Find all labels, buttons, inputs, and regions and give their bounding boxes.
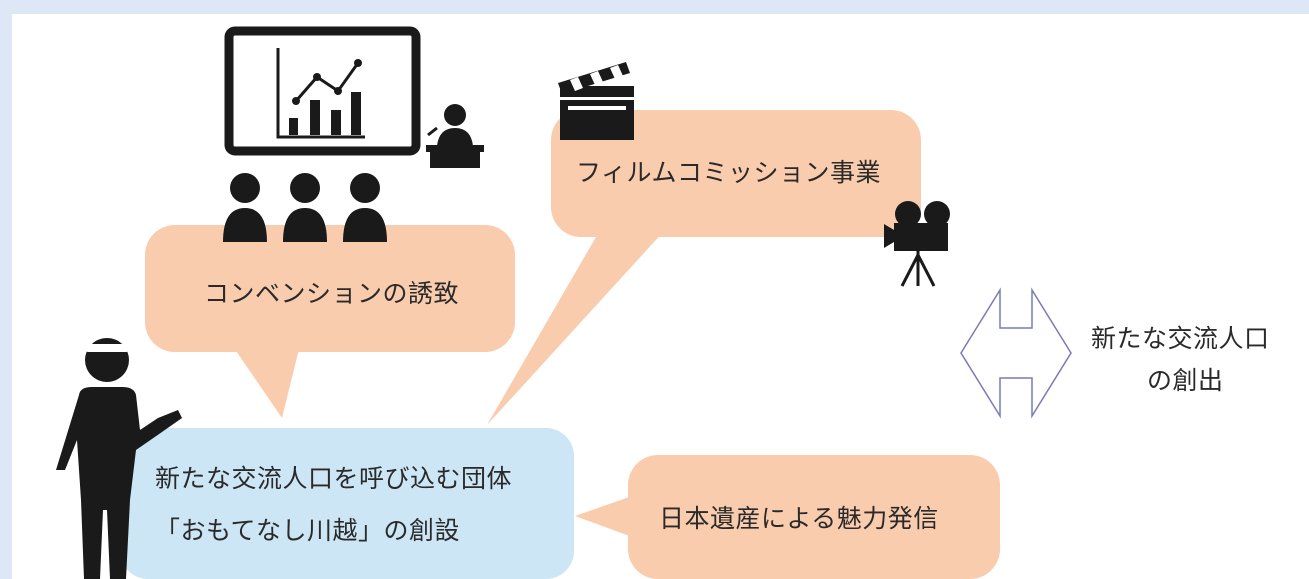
convention-label: コンベンションの誘致 bbox=[204, 279, 460, 308]
presentation-board-icon bbox=[224, 26, 421, 156]
film-bubble bbox=[487, 110, 921, 425]
film-label: フィルムコミッション事業 bbox=[576, 158, 882, 187]
movie-camera-icon bbox=[884, 201, 950, 287]
guide-person-icon bbox=[56, 338, 182, 579]
result-label-line2: の創出 bbox=[1147, 366, 1224, 395]
speaker-podium-icon bbox=[426, 104, 484, 168]
double-arrow-icon bbox=[960, 287, 1072, 419]
clapperboard-icon bbox=[558, 62, 634, 140]
main-label-line1: 新たな交流人口を呼び込む団体 bbox=[155, 464, 513, 493]
result-label-line1: 新たな交流人口 bbox=[1091, 324, 1270, 353]
convention-bubble bbox=[145, 225, 515, 418]
main-label-line2: 「おもてなし川越」の創設 bbox=[155, 516, 461, 545]
heritage-bubble bbox=[575, 455, 1000, 579]
heritage-label: 日本遺産による魅力発信 bbox=[659, 504, 939, 533]
audience-icon bbox=[223, 173, 387, 242]
main-bubble bbox=[120, 428, 574, 579]
